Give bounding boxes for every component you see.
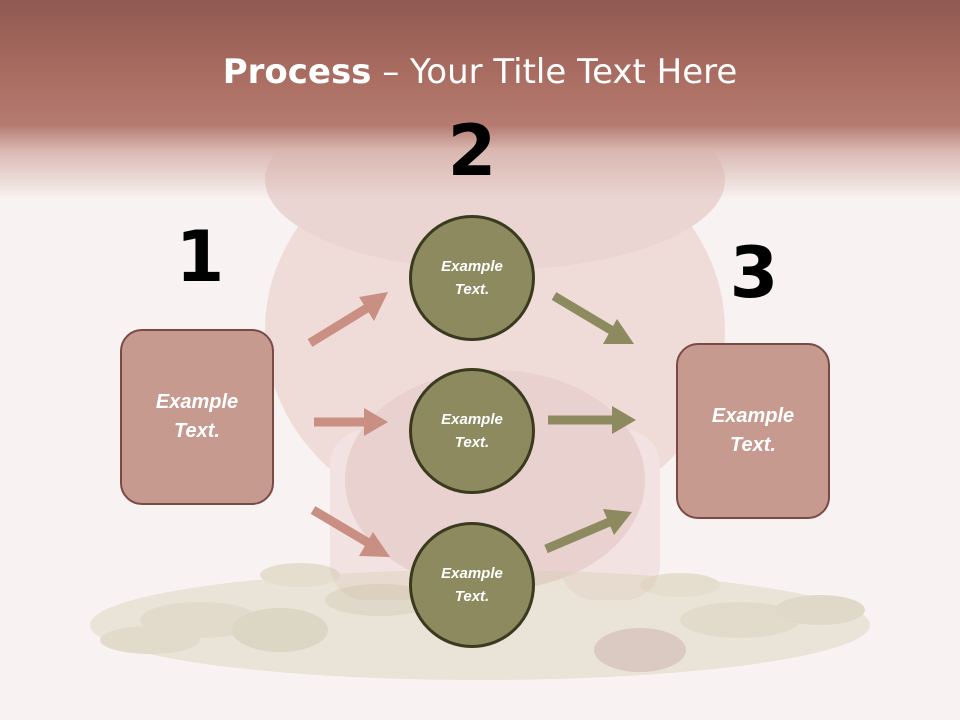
arrow-left-middle <box>314 408 388 436</box>
left-box[interactable]: Example Text. <box>120 329 274 505</box>
title-bold: Process <box>222 52 372 92</box>
circle-bottom[interactable]: Example Text. <box>409 522 535 648</box>
header-band <box>0 0 960 200</box>
circle-top-text: Example Text. <box>441 258 503 298</box>
arrow-left-bottom <box>310 506 390 557</box>
circle-bottom-text: Example Text. <box>441 565 503 605</box>
circle-middle-text: Example Text. <box>441 411 503 451</box>
arrow-right-middle <box>548 406 636 434</box>
arrow-right-top <box>551 292 634 344</box>
slide-title: Process – Your Title Text Here <box>0 52 960 92</box>
step-number-3: 3 <box>729 232 779 314</box>
left-box-text: Example Text. <box>155 391 239 442</box>
step-number-2: 2 <box>447 110 497 192</box>
arrow-right-bottom <box>544 509 632 554</box>
arrow-left-top <box>307 292 388 347</box>
circle-middle[interactable]: Example Text. <box>409 368 535 494</box>
title-rest: – Your Title Text Here <box>371 52 738 92</box>
step-number-1: 1 <box>175 216 225 298</box>
right-box-text: Example Text. <box>711 405 795 456</box>
circle-top[interactable]: Example Text. <box>409 215 535 341</box>
right-box[interactable]: Example Text. <box>676 343 830 519</box>
